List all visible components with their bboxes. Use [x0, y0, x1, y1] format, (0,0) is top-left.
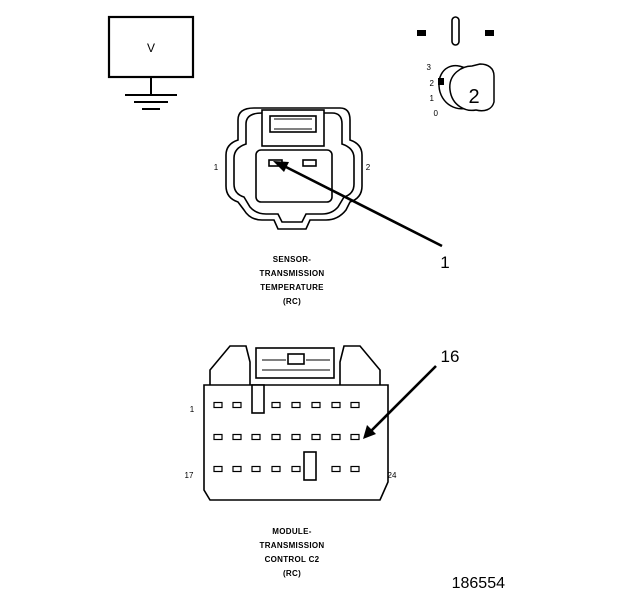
ignition-switch: 3 2 1 0 2	[417, 16, 495, 118]
callout-1-arrow	[273, 161, 443, 248]
module-pin-cavity	[213, 401, 223, 409]
module-pin-cavity	[311, 401, 321, 409]
module-pin-17-label: 17	[185, 471, 194, 480]
switch-dash-left	[417, 30, 426, 36]
module-connector	[203, 345, 389, 501]
module-housing	[203, 384, 389, 501]
switch-pos-1: 1	[430, 94, 435, 103]
callout-16-label: 16	[441, 347, 460, 366]
sensor-pin-1-label: 1	[214, 163, 219, 172]
module-pin-cavity	[251, 433, 261, 441]
module-pin-cavity	[331, 465, 341, 473]
module-latch-tab	[287, 353, 305, 365]
module-pin-cavity	[291, 465, 301, 473]
switch-setting-label: 2	[468, 86, 479, 108]
switch-pos-3: 3	[427, 63, 432, 72]
module-caption-line-2: TRANSMISSION	[260, 541, 325, 550]
sensor-caption-line-3: TEMPERATURE	[260, 283, 324, 292]
module-pin-cavity	[213, 465, 223, 473]
module-pin-cavity	[311, 433, 321, 441]
sensor-pin-2	[302, 159, 317, 167]
sensor-latch-tab	[269, 115, 317, 133]
module-pin-cavity	[271, 401, 281, 409]
voltmeter-symbol: V	[147, 41, 155, 55]
callout-16-arrow	[363, 365, 437, 439]
figure-number: 186554	[452, 575, 505, 592]
switch-pos-0: 0	[434, 109, 439, 118]
switch-pointer	[438, 78, 444, 85]
module-pin-cavity	[350, 465, 360, 473]
module-pin-cavity	[350, 433, 360, 441]
module-caption-line-3: CONTROL C2	[265, 555, 320, 564]
module-left-ear	[209, 345, 251, 385]
module-pin-cavity	[232, 465, 242, 473]
switch-dash-right	[485, 30, 494, 36]
module-caption-line-1: MODULE-	[272, 527, 311, 536]
module-pin-cavity	[271, 433, 281, 441]
callout-1-label: 1	[440, 253, 449, 272]
module-pin-cavity	[251, 465, 261, 473]
sensor-connector	[225, 107, 363, 230]
module-caption-line-4: (RC)	[283, 569, 301, 578]
switch-pos-2: 2	[430, 79, 435, 88]
sensor-pin-2-label: 2	[366, 163, 371, 172]
module-pin-cavity	[271, 465, 281, 473]
module-pin-cavity	[213, 433, 223, 441]
sensor-caption-line-2: TRANSMISSION	[260, 269, 325, 278]
module-right-ear	[339, 345, 381, 385]
key-icon	[438, 63, 495, 112]
sensor-caption-line-4: (RC)	[283, 297, 301, 306]
module-pin-cavity	[331, 433, 341, 441]
module-pin-cavity	[232, 401, 242, 409]
module-pin-cavity	[291, 401, 301, 409]
module-key-rib-lower	[303, 451, 317, 481]
module-pin-array	[213, 401, 360, 473]
key-slot-icon	[451, 16, 460, 46]
voltmeter: V	[107, 15, 195, 110]
ground-icon	[125, 77, 177, 110]
module-pin-1-label: 1	[190, 405, 195, 414]
module-pin-24-label: 24	[388, 471, 397, 480]
module-key-rib	[251, 384, 265, 414]
voltmeter-box	[107, 15, 195, 79]
module-pin-cavity	[291, 433, 301, 441]
module-pin-cavity	[331, 401, 341, 409]
module-pin-cavity	[350, 401, 360, 409]
module-pin-cavity	[232, 433, 242, 441]
sensor-caption-line-1: SENSOR-	[273, 255, 312, 264]
sensor-pin-cavity	[255, 149, 333, 203]
